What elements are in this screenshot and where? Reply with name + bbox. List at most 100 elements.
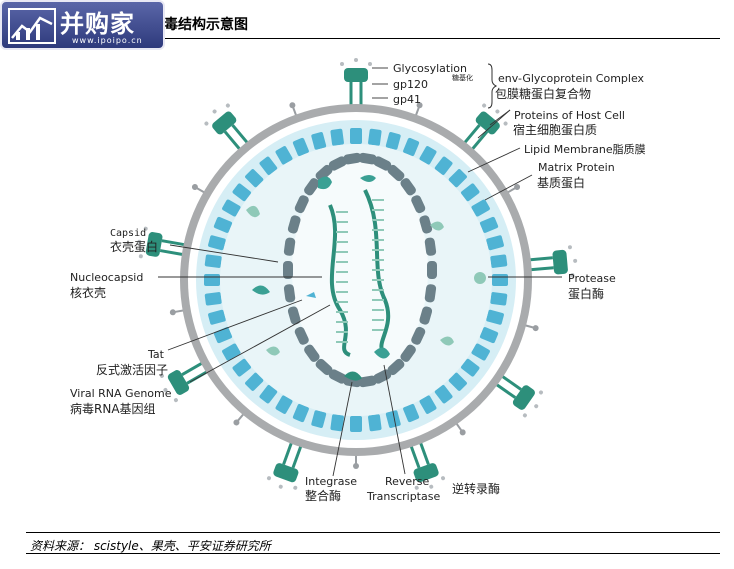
spike bbox=[204, 103, 252, 154]
capsid-block bbox=[387, 358, 405, 376]
tat-cn-label: 反式激活因子 bbox=[96, 363, 168, 377]
matrix-block bbox=[434, 156, 453, 175]
interior-protein-3 bbox=[266, 346, 280, 356]
rt-cn-label: 逆转录酶 bbox=[452, 481, 500, 496]
matrix-block bbox=[259, 385, 278, 404]
gp120-label: gp120 bbox=[393, 78, 428, 91]
glycan-dot bbox=[495, 109, 500, 114]
glycan-dot bbox=[143, 226, 148, 231]
capsid-block bbox=[304, 178, 320, 196]
matrix-block bbox=[232, 358, 251, 377]
matrix-block bbox=[479, 216, 499, 233]
spike-head bbox=[167, 370, 190, 395]
capsid-block bbox=[419, 306, 433, 325]
source-note: 资料来源： scistyle、果壳、平安证券研究所 bbox=[30, 539, 271, 553]
host-protein-head bbox=[289, 102, 296, 109]
rt-en2-label: Transcriptase bbox=[366, 490, 440, 503]
host-en-label: Proteins of Host Cell bbox=[514, 109, 625, 122]
matrix-block bbox=[222, 343, 241, 361]
spike-head bbox=[344, 68, 368, 82]
spike-head bbox=[512, 385, 535, 410]
spike-head bbox=[145, 232, 163, 257]
matrix-block bbox=[232, 183, 251, 202]
capsid-block bbox=[427, 261, 437, 279]
capsid-block bbox=[400, 178, 416, 196]
rna-cn-label: 病毒RNA基因组 bbox=[70, 401, 156, 416]
capsid-block bbox=[419, 215, 433, 234]
integrase-en-label: Integrase bbox=[305, 475, 357, 488]
matrix-protein-blocks bbox=[204, 128, 508, 432]
matrix-block bbox=[245, 372, 264, 391]
glycan-dot bbox=[573, 258, 578, 263]
host-protein-head bbox=[191, 184, 198, 190]
glycosylation-cn-label: 糖基化 bbox=[452, 73, 473, 82]
rt-en1-label: Reverse bbox=[385, 475, 429, 488]
page-title: 病毒结构示意图 bbox=[150, 17, 248, 33]
host-cn-label: 宿主细胞蛋白质 bbox=[513, 122, 597, 137]
matrix-cn-label: 基质蛋白 bbox=[537, 175, 585, 190]
glycan-dot bbox=[441, 476, 446, 481]
capsid-block bbox=[328, 156, 347, 171]
matrix-block bbox=[419, 146, 437, 165]
matrix-block bbox=[385, 132, 401, 150]
top-rule bbox=[26, 38, 720, 39]
matrix-block bbox=[259, 156, 278, 175]
matrix-block bbox=[204, 274, 220, 286]
matrix-block bbox=[245, 169, 264, 188]
glycan-dot bbox=[173, 398, 178, 403]
matrix-block bbox=[213, 216, 233, 233]
tat-shape bbox=[306, 292, 316, 298]
spike-head bbox=[413, 463, 439, 483]
matrix-block bbox=[486, 309, 504, 325]
host-protein-head bbox=[233, 419, 240, 426]
glycan-dot bbox=[354, 58, 358, 62]
tat-en-label: Tat bbox=[147, 348, 165, 361]
matrix-block bbox=[330, 128, 344, 146]
matrix-block bbox=[471, 199, 490, 217]
capsid-block bbox=[328, 369, 347, 384]
bottom-rule-bottom bbox=[26, 553, 720, 554]
host-protein-head bbox=[353, 463, 359, 469]
rna-en-label: Viral RNA Genome bbox=[70, 387, 172, 400]
matrix-block bbox=[208, 235, 226, 251]
glycan-dot bbox=[266, 476, 271, 481]
host-protein-head bbox=[514, 184, 521, 190]
matrix-block bbox=[490, 292, 508, 306]
matrix-block bbox=[471, 343, 490, 361]
matrix-block bbox=[275, 395, 293, 414]
capsid-block bbox=[373, 369, 392, 384]
matrix-block bbox=[434, 385, 453, 404]
protease-cn-label: 蛋白酶 bbox=[568, 286, 604, 301]
rna-ticks bbox=[336, 199, 384, 343]
host-protein-head bbox=[532, 325, 539, 332]
nucleocapsid-cn-label: 核衣壳 bbox=[70, 285, 106, 300]
matrix-block bbox=[492, 274, 508, 286]
host-protein-head bbox=[459, 429, 466, 436]
capsid-block bbox=[373, 156, 392, 171]
nucleocapsid-en-label: Nucleocapsid bbox=[70, 271, 143, 284]
glycan-dot bbox=[212, 109, 217, 114]
interior-protein-5 bbox=[430, 221, 444, 231]
capsid-block bbox=[304, 344, 320, 362]
matrix-block bbox=[403, 137, 420, 157]
matrix-block bbox=[461, 358, 480, 377]
env-brace-icon bbox=[487, 63, 498, 109]
capsid-cn-label: 衣壳蛋白 bbox=[110, 239, 158, 254]
matrix-block bbox=[330, 414, 344, 432]
enzyme-top-left bbox=[318, 176, 332, 190]
matrix-block bbox=[385, 410, 401, 428]
capsid-block bbox=[287, 306, 301, 325]
capsid-block bbox=[358, 375, 377, 388]
bottom-rule-top bbox=[26, 532, 720, 533]
capsid-block bbox=[283, 284, 296, 303]
capsid-block bbox=[343, 152, 362, 165]
glycan-dot bbox=[503, 121, 508, 126]
matrix-block bbox=[368, 414, 382, 432]
spike bbox=[340, 58, 372, 110]
glycan-dot bbox=[163, 388, 168, 392]
spike-head bbox=[475, 111, 500, 135]
rna-strand-left bbox=[328, 204, 351, 357]
capsid-block bbox=[315, 358, 333, 376]
matrix-block bbox=[368, 128, 382, 146]
